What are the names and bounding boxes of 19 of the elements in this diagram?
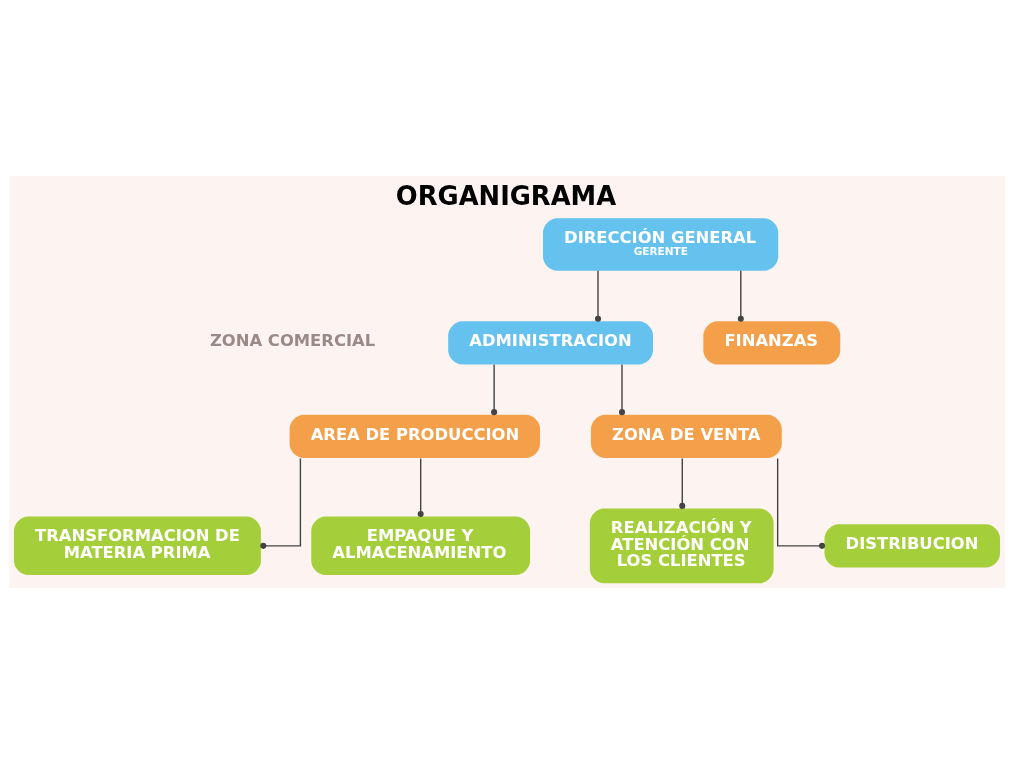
node-box: ADMINISTRACION <box>447 321 653 365</box>
node-box: AREA DE PRODUCCION <box>289 414 540 459</box>
connector <box>417 457 424 517</box>
connector <box>737 270 744 322</box>
node-box: EMPAQUE Y ALMACENAMIENTO <box>310 516 530 576</box>
label: ZONA COMERCIAL <box>209 330 375 350</box>
connector <box>594 270 601 322</box>
node-box: DIRECCIÓN GENERAL GERENTE <box>542 218 778 271</box>
node-box: REALIZACIÓN Y ATENCIÓN CON LOS CLIENTES <box>589 508 774 584</box>
node-box: DISTRIBUCION <box>824 524 1000 568</box>
node-box: TRANSFORMACION DE MATERIA PRIMA <box>13 516 261 576</box>
node-box: FINANZAS <box>702 321 840 365</box>
connector <box>678 457 685 509</box>
connector <box>259 457 301 549</box>
connector <box>776 457 825 549</box>
connector <box>618 363 625 416</box>
connector <box>490 363 497 416</box>
diagram-title: ORGANIGRAMA <box>395 180 616 211</box>
node-box: ZONA DE VENTA <box>590 414 782 459</box>
